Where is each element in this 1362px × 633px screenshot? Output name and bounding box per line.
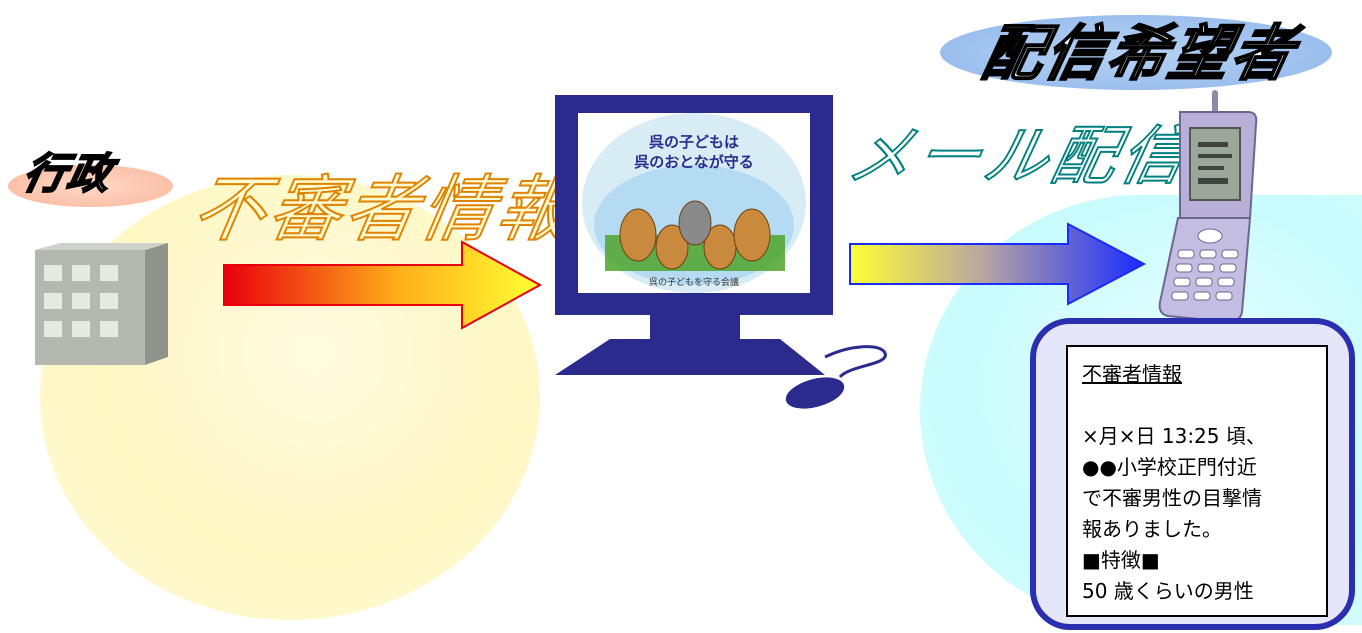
computer-icon: 呉の子どもは 呉のおとなが守る 呉の子どもを守る会議 — [555, 95, 887, 409]
message-line: で不審男性の目撃情 — [1082, 486, 1262, 510]
arrow-to-computer — [223, 240, 543, 330]
message-content: 不審者情報 ×月×日 13:25 頃、 ●●小学校正門付近 で不審男性の目撃情 … — [1066, 345, 1328, 617]
mail-haishin-label: メール配信 — [840, 119, 1198, 195]
message-line: ■特徴■ — [1082, 548, 1160, 572]
gyosei-label-ellipse — [8, 165, 173, 207]
haishin-kibosha-label: 配信希望者 — [975, 18, 1302, 90]
logo-line-2: 呉のおとなが守る — [634, 153, 754, 171]
logo-line-1: 呉の子どもは — [649, 133, 739, 151]
message-title: 不審者情報 — [1082, 362, 1182, 386]
arrow-to-phone — [849, 222, 1147, 306]
message-line: ●●小学校正門付近 — [1082, 455, 1257, 479]
message-line: 50 歳くらいの男性 — [1082, 579, 1254, 603]
government-building-icon — [35, 243, 168, 365]
gyosei-label: 行政 — [18, 148, 118, 199]
mobile-phone-icon — [1158, 90, 1258, 324]
message-line: ×月×日 13:25 頃、 — [1082, 424, 1266, 448]
haishin-kibosha-ellipse — [940, 15, 1332, 90]
logo-footer: 呉の子どもを守る会議 — [649, 276, 739, 288]
message-line: 報ありました。 — [1082, 517, 1222, 541]
